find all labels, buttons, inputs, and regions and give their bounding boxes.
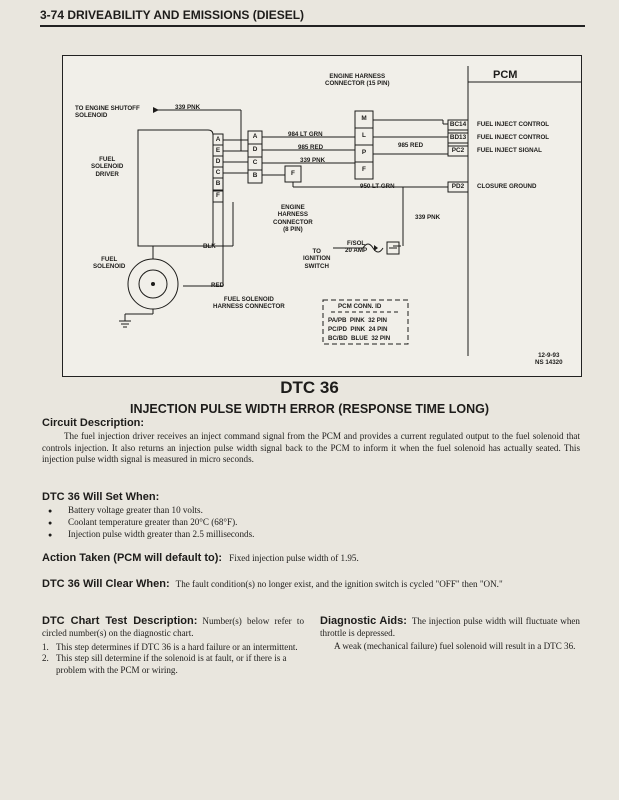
wire-984: 984 LT GRN (288, 131, 323, 138)
wire-red: RED (211, 282, 225, 289)
date-code: 12-9-93 NS 14320 (535, 352, 563, 367)
wire-339-pnk-top: 339 PNK (175, 104, 201, 111)
chart-test-section: DTC Chart Test Description:Number(s) bel… (42, 615, 304, 639)
step-number: 2. (42, 653, 49, 664)
list-item: 1. This step determines if DTC 36 is a ha… (42, 642, 304, 653)
driver-pin: C (215, 169, 221, 176)
dtc-subtitle: INJECTION PULSE WIDTH ERROR (RESPONSE TI… (129, 402, 490, 416)
wire-339-pnk-b: 339 PNK (300, 157, 326, 164)
wire-985-a: 985 RED (298, 144, 324, 151)
solenoid-conn-pin: B (252, 172, 258, 179)
clear-when-heading: DTC 36 Will Clear When: (42, 578, 170, 590)
pcm-pin: PC2 (451, 147, 465, 154)
driver-pin: E (215, 147, 221, 154)
circuit-text: The fuel injection driver receives an in… (42, 431, 580, 465)
wire-985-b: 985 RED (398, 142, 424, 149)
fuse-label: F/SOL 20 AMP (345, 240, 368, 255)
wire-blk: BLK (203, 243, 216, 250)
wire-339-pnk-c: 339 PNK (415, 214, 441, 221)
set-when-heading: DTC 36 Will Set When: (42, 491, 160, 503)
harness-15-pin: F (362, 166, 366, 173)
action-text: Fixed injection pulse width of 1.95. (229, 553, 359, 563)
aids-heading: Diagnostic Aids: (320, 615, 407, 627)
harness-15-pin: M (361, 115, 367, 122)
pcm-conn-id-row: PA/PB PINK 32 PIN (328, 317, 388, 324)
pcm-signal: FUEL INJECT SIGNAL (477, 147, 542, 154)
aids-text-1: The injection pulse width will fluctuate… (320, 616, 580, 638)
aids-text-2: A weak (mechanical failure) fuel solenoi… (334, 641, 576, 651)
step-number: 1. (42, 642, 49, 652)
action-heading: Action Taken (PCM will default to): (42, 552, 223, 564)
action-section: Action Taken (PCM will default to): Fixe… (42, 552, 359, 564)
harness-8-pin: F (291, 170, 295, 177)
pcm-pin: BC14 (449, 121, 467, 128)
pcm-title: PCM (493, 69, 518, 81)
pcm-pin: PD2 (451, 183, 465, 190)
pcm-signal: FUEL INJECT CONTROL (477, 134, 550, 141)
harness-8-label: ENGINE HARNESS CONNECTOR (8 PIN) (273, 204, 313, 233)
wire-950: 950 LT GRN (360, 183, 395, 190)
dtc-title: DTC 36 (280, 378, 339, 397)
driver-pin: D (215, 158, 221, 165)
aids-section: Diagnostic Aids:The injection pulse widt… (320, 615, 580, 639)
clear-when-section: DTC 36 Will Clear When: The fault conditi… (42, 578, 580, 591)
wiring-diagram: PCM ENGINE HARNESS CONNECTOR (15 PIN) TO… (62, 55, 582, 377)
list-item: 2. This step sill determine if the soleno… (42, 653, 304, 676)
wiring-lines (119, 66, 581, 356)
harness-15-pin: P (361, 149, 367, 156)
harness-15-pin: L (362, 132, 366, 139)
pcm-conn-id-row: PC/PD PINK 24 PIN (328, 326, 388, 333)
solenoid-conn-pin: D (252, 146, 258, 153)
pcm-conn-id-title: PCM CONN. ID (338, 303, 382, 310)
solenoid-conn-pin: A (252, 133, 258, 140)
step-text: This step determines if DTC 36 is a hard… (56, 642, 298, 652)
clear-when-text: The fault condition(s) no longer exist, … (175, 579, 503, 589)
pcm-signal: CLOSURE GROUND (477, 183, 537, 190)
step-text: This step sill determine if the solenoid… (56, 653, 287, 675)
solenoid-conn-pin: C (252, 159, 258, 166)
list-item: Coolant temperature greater than 20°C (6… (44, 517, 254, 529)
driver-pin: F (216, 192, 220, 199)
driver-pin: A (215, 136, 221, 143)
solenoid-harness-label: FUEL SOLENOID HARNESS CONNECTOR (213, 296, 285, 311)
solenoid-label: FUEL SOLENOID (93, 256, 126, 271)
pcm-signal: FUEL INJECT CONTROL (477, 121, 550, 128)
harness-15-label: ENGINE HARNESS CONNECTOR (15 PIN) (325, 73, 390, 88)
set-when-list: Battery voltage greater than 10 volts. C… (44, 505, 254, 542)
chart-test-steps: 1. This step determines if DTC 36 is a ha… (42, 642, 304, 676)
pcm-pin: BD13 (449, 134, 467, 141)
list-item: Injection pulse width greater than 2.5 m… (44, 529, 254, 541)
page-header: 3-74 DRIVEABILITY AND EMISSIONS (DIESEL) (40, 8, 585, 27)
shutoff-label: TO ENGINE SHUTOFF SOLENOID (75, 105, 140, 120)
chart-test-intro: Number(s) below refer to circled number(… (42, 616, 304, 638)
chart-test-heading: DTC Chart Test Description: (42, 615, 198, 627)
pcm-conn-id-row: BC/BD BLUE 32 PIN (328, 335, 391, 342)
circuit-heading: Circuit Description: (42, 417, 145, 429)
ignition-label: TO IGNITION SWITCH (303, 248, 331, 270)
driver-pin: B (215, 180, 221, 187)
driver-label: FUEL SOLENOID DRIVER (91, 156, 124, 178)
list-item: Battery voltage greater than 10 volts. (44, 505, 254, 517)
